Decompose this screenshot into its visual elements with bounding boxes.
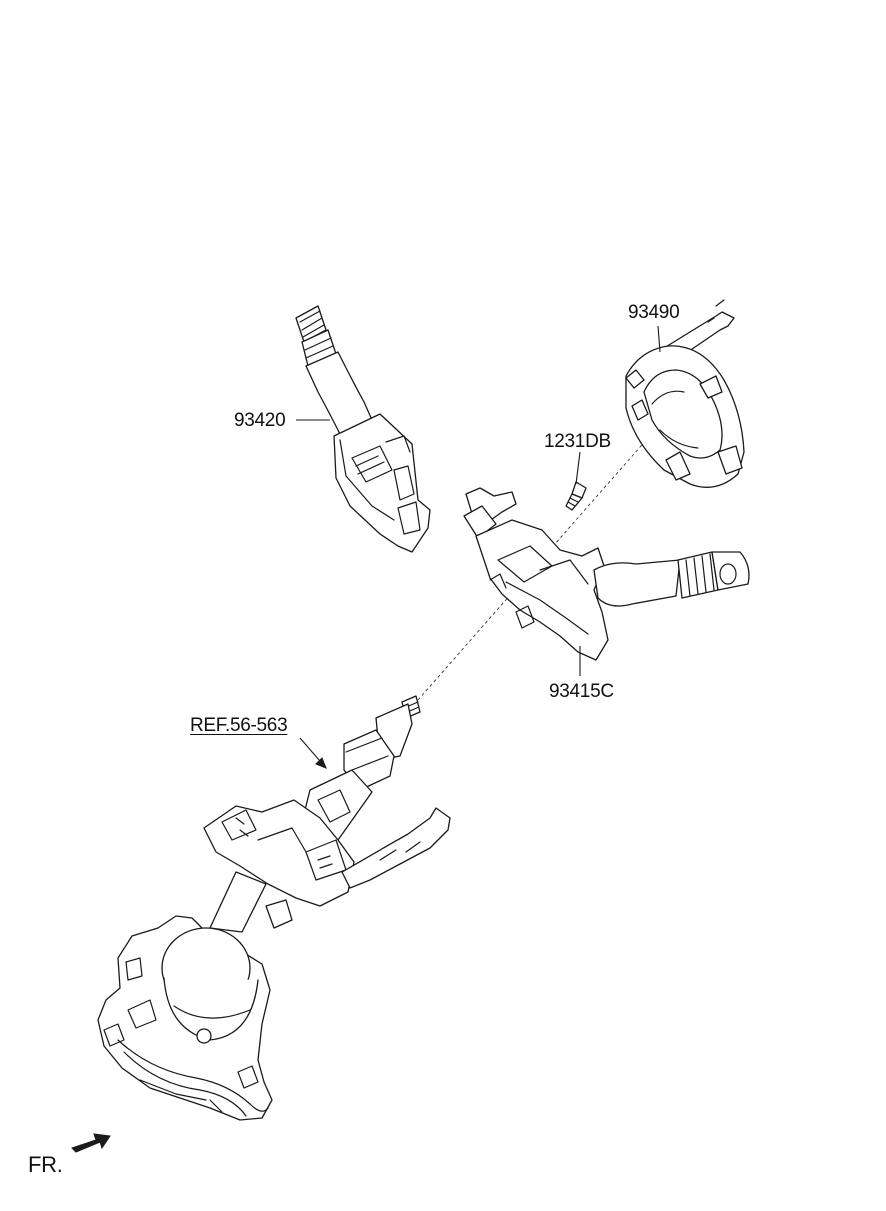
stalk-switch-93420[interactable] <box>295 305 431 553</box>
label-93420: 93420 <box>234 410 286 431</box>
leader-1231DB <box>575 451 581 485</box>
multifunction-switch-93415C[interactable] <box>463 487 750 661</box>
screw-1231DB[interactable] <box>565 481 587 511</box>
leader-ref <box>299 737 327 769</box>
steering-column-assembly[interactable] <box>97 695 451 1121</box>
label-1231DB: 1231DB <box>544 431 611 452</box>
clock-spring-93490[interactable] <box>625 299 745 488</box>
label-93415C: 93415C <box>549 681 614 702</box>
label-front: FR. <box>28 1152 63 1177</box>
front-arrow-icon <box>71 1133 111 1153</box>
leader-93490 <box>657 325 661 353</box>
label-93490: 93490 <box>628 302 680 323</box>
label-ref: REF.56-563 <box>190 715 288 736</box>
